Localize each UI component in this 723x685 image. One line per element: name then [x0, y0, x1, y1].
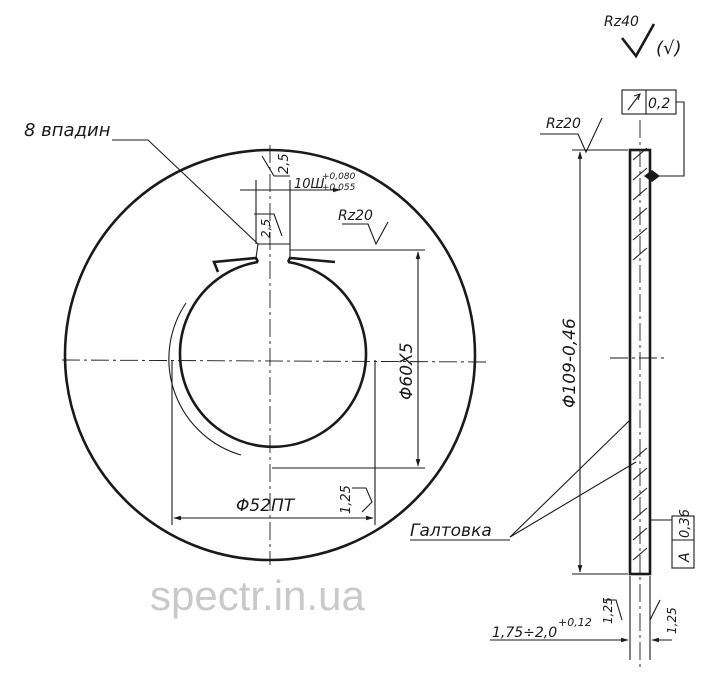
dim-slot-tol-upper: +0,080	[322, 172, 356, 182]
runout-datum-marker	[644, 170, 660, 182]
edge-b-mark	[649, 599, 661, 621]
front-view: Φ60Х5 Φ52ПТ 1,25 2,5 10Ш +0,080 +0,055 2…	[24, 120, 489, 565]
fillet-leader-2	[509, 461, 637, 538]
slot-offset-leader	[254, 213, 283, 237]
parallel-value: 0,36	[678, 509, 693, 538]
dim-edge-a: 1,25	[601, 597, 615, 624]
dim-thickness-tol: +0,12	[558, 616, 592, 629]
general-roughness-symbol	[620, 23, 656, 59]
side-view: Φ109-0,46 Rz20 0,2 Rz40 (√) Галтовка 0,3…	[410, 14, 695, 670]
dim-slot-offset: 2,5	[259, 219, 273, 238]
edge-a-mark	[604, 599, 623, 621]
dim-inner-chamfer: 1,25	[339, 485, 354, 514]
runout-value: 0,2	[648, 96, 670, 112]
edge-roughness: Rz20	[546, 116, 581, 132]
dim-inner-dia: Φ52ПТ	[236, 496, 296, 516]
watermark: spectr.in.ua	[150, 572, 365, 619]
dim-edge-b: 1,25	[665, 607, 679, 634]
edge-roughness-symbol	[540, 117, 603, 154]
runout-leader	[652, 101, 685, 177]
inner-bore-contour	[178, 260, 368, 448]
runout-tolerance-frame: 0,2	[621, 89, 685, 182]
runout-icon	[627, 93, 641, 111]
dim-slot-width: 10Ш	[294, 177, 325, 192]
dim-outer-dia: Φ109-0,46	[560, 318, 580, 408]
dim-thickness: 1,75÷2,0	[492, 625, 557, 641]
dim-bore-dia: Φ60Х5	[397, 343, 417, 400]
general-roughness-suffix: (√)	[656, 38, 682, 59]
chamfer-mark	[352, 487, 373, 513]
datum-frame: 0,36 A	[650, 509, 695, 569]
bore-roughness: Rz20	[338, 208, 373, 224]
inner-bore-second-line	[168, 302, 242, 456]
slots-leader	[112, 139, 259, 245]
general-roughness: Rz40	[604, 14, 639, 30]
bore-roughness-symbol	[342, 221, 389, 246]
slots-label: 8 впадин	[24, 120, 111, 141]
fillet-leader-1	[509, 419, 631, 538]
fillet-label: Галтовка	[410, 521, 492, 541]
horizontal-center-line	[61, 359, 489, 363]
slot-depth-leader	[261, 155, 290, 177]
dim-slot-depth: 2,5	[277, 153, 292, 174]
slot-notch	[255, 243, 291, 259]
datum-letter: A	[677, 552, 693, 563]
dim-slot-tol-lower: +0,055	[322, 183, 356, 193]
